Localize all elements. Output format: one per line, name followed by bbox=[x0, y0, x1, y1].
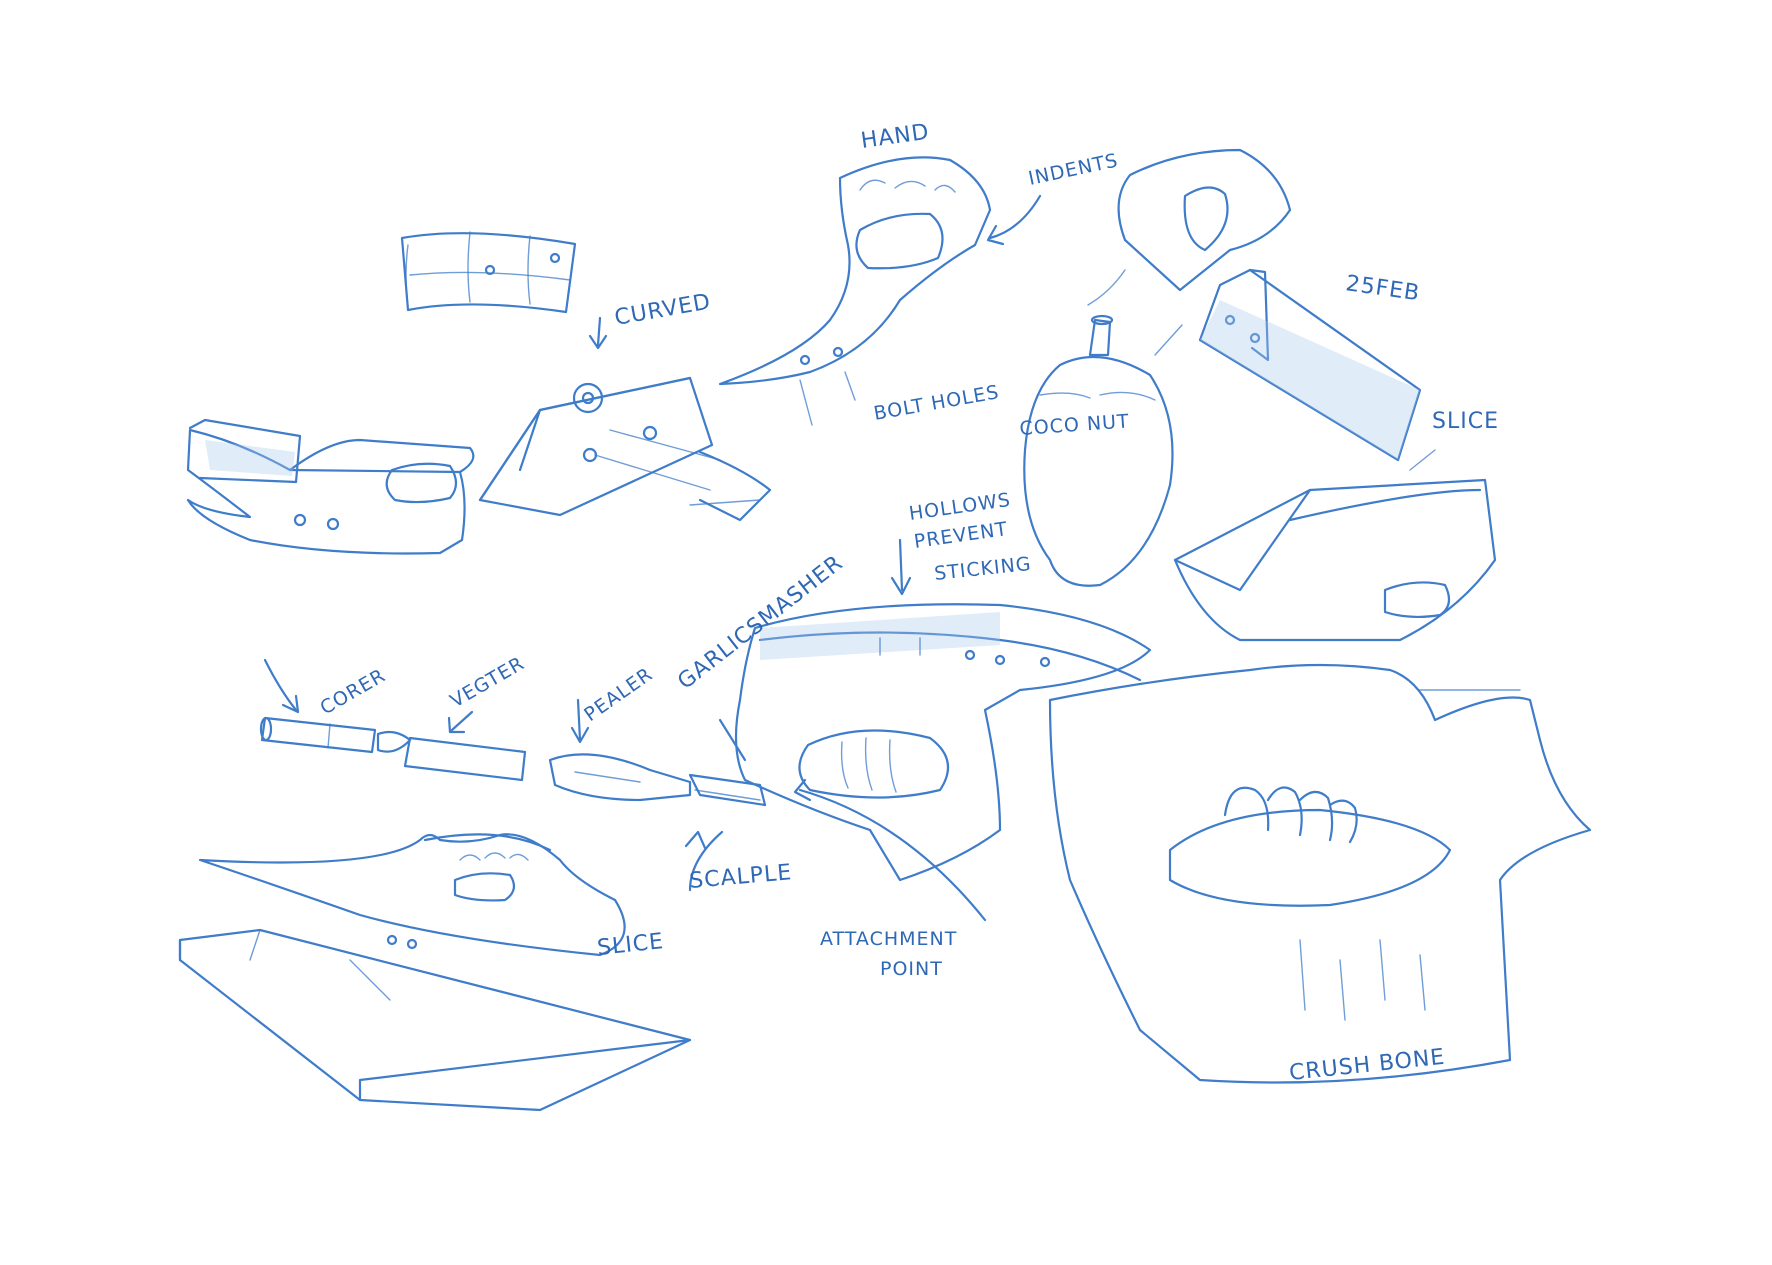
large-knife-sketch bbox=[734, 603, 1152, 882]
arrow-hollows bbox=[890, 538, 912, 596]
label-slice-bottom: SLICE bbox=[596, 929, 665, 961]
label-peeler: PEALER bbox=[580, 663, 657, 726]
cleaver-top-right-sketch bbox=[1117, 148, 1422, 462]
peeler-tool-sketch bbox=[548, 753, 692, 802]
knife-on-board-sketch bbox=[1173, 478, 1521, 691]
arrow-indents bbox=[986, 194, 1042, 246]
arrow-curved bbox=[588, 316, 608, 350]
arrows-utensils bbox=[263, 658, 987, 922]
knife-slicing-board-sketch bbox=[178, 833, 692, 1112]
label-curved: CURVED bbox=[613, 289, 713, 331]
label-coconut: COCO NUT bbox=[1019, 410, 1130, 440]
label-garlic-smasher: GARLICSMASHER bbox=[673, 551, 848, 695]
arrow-to-coconut bbox=[1087, 269, 1183, 356]
label-date: 25FEB bbox=[1344, 271, 1421, 306]
label-hollows-2: PREVENT bbox=[913, 518, 1010, 553]
label-vegetable: VEGTER bbox=[447, 652, 529, 712]
crush-bone-knife-sketch bbox=[1048, 663, 1592, 1084]
label-attachment-1: ATTACHMENT bbox=[820, 928, 957, 950]
label-attachment-2: POINT bbox=[880, 958, 943, 980]
blade-holder-sketch bbox=[478, 376, 772, 522]
label-corer: CORER bbox=[317, 664, 390, 719]
label-indents: INDENTS bbox=[1026, 149, 1120, 190]
upper-knife-sketch bbox=[718, 156, 992, 426]
label-hand: HAND bbox=[859, 120, 931, 154]
label-slice-top: SLICE bbox=[1432, 409, 1499, 434]
scalpel-tool-sketch bbox=[688, 773, 767, 807]
curved-handle-sketch bbox=[400, 231, 577, 314]
label-bolt-holes: BOLT HOLES bbox=[872, 381, 1001, 425]
arrow-slice-top bbox=[1409, 449, 1436, 471]
curved-knife-sketch bbox=[186, 418, 475, 555]
label-hollows-3: STICKING bbox=[933, 553, 1032, 585]
coconut-sketch bbox=[1023, 314, 1174, 587]
corer-tool-sketch bbox=[259, 716, 377, 754]
label-scalpel: SCALPLE bbox=[688, 860, 793, 894]
vegetable-tool-sketch bbox=[376, 730, 527, 782]
